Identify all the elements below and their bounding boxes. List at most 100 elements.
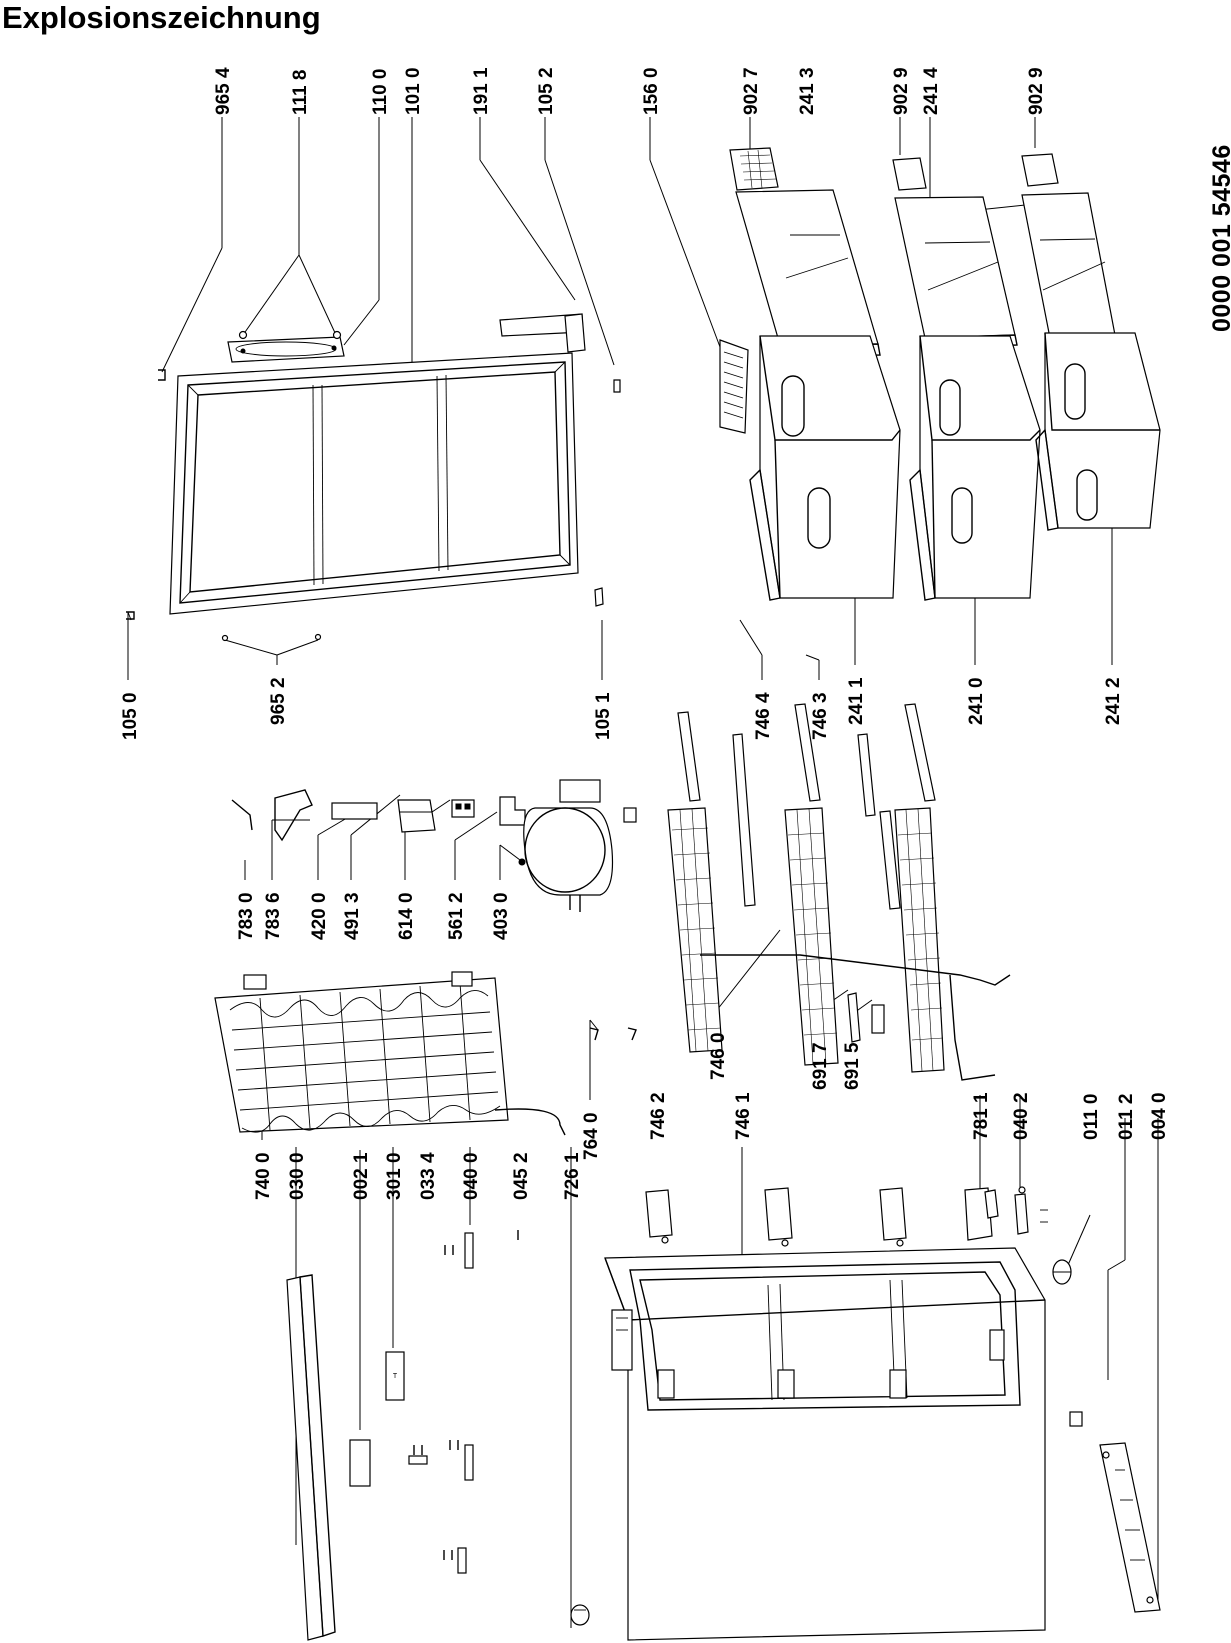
part-040-2 <box>1014 1186 1048 1235</box>
page-title: Explosionszeichnung <box>2 0 321 35</box>
label-746-3: 746 3 <box>810 692 831 740</box>
label-614-0: 614 0 <box>396 892 417 940</box>
label-011-2: 011 2 <box>1116 1094 1137 1141</box>
label-301-0: 301 0 <box>384 1152 405 1200</box>
compressor-part-403-0 <box>518 779 614 912</box>
label-241-1: 241 1 <box>846 677 867 725</box>
label-040-2: 040 2 <box>1011 1092 1032 1140</box>
label-965-4: 965 4 <box>213 67 234 115</box>
hinge-pin-part-105-2 <box>613 379 621 393</box>
label-011-0: 011 0 <box>1081 1094 1102 1141</box>
label-045-2: 045 2 <box>511 1152 532 1200</box>
part-726-1 <box>570 1604 590 1626</box>
clip-part-902-9-a <box>892 157 927 191</box>
relay-part-614-0 <box>451 799 475 818</box>
support-part-746-2-c <box>879 1187 907 1247</box>
label-110-0: 110 0 <box>370 69 391 116</box>
label-040-0: 040 0 <box>461 1152 482 1200</box>
drawer-part-241-0 <box>909 335 1041 601</box>
drawer-part-241-1 <box>749 335 901 601</box>
label-241-0: 241 0 <box>966 677 987 725</box>
door-panel-part-110-0 <box>227 336 345 363</box>
part-691-7 <box>847 992 861 1043</box>
part-561-2 <box>499 796 526 826</box>
hinge-part-781-1 <box>964 1187 999 1241</box>
rail-part-746-4-b <box>879 703 936 910</box>
clip-part-105-0 <box>126 611 135 620</box>
label-030-0: 030 0 <box>287 1152 308 1200</box>
foot-part-011-2 <box>1069 1411 1083 1427</box>
base-plate-part-004-0 <box>1099 1442 1161 1613</box>
label-781-1: 781 1 <box>971 1092 992 1140</box>
grille-part-156-0 <box>719 339 749 434</box>
label-783-0: 783 0 <box>236 892 257 940</box>
shelf-part-746-0-c <box>894 807 945 1073</box>
label-902-9-a: 902 9 <box>891 67 912 115</box>
rail-part-746-3 <box>794 703 876 817</box>
shelf-part-746-0-a <box>667 807 723 1053</box>
label-033-4: 033 4 <box>418 1152 439 1200</box>
label-902-9-b: 902 9 <box>1026 67 1047 115</box>
part-420-0 <box>331 802 378 820</box>
support-part-746-2-a <box>645 1189 673 1244</box>
label-403-0: 403 0 <box>491 892 512 940</box>
label-746-1: 746 1 <box>733 1092 754 1140</box>
label-105-0: 105 0 <box>120 692 141 740</box>
label-241-4: 241 4 <box>921 67 942 115</box>
part-labels: 965 4 111 8 110 0 101 0 191 1 105 2 156 … <box>120 67 1170 1200</box>
label-783-6: 783 6 <box>263 892 284 940</box>
filter-part-902-7 <box>729 147 779 191</box>
label-965-2: 965 2 <box>268 677 289 725</box>
label-726-1: 726 1 <box>562 1152 583 1200</box>
label-746-2: 746 2 <box>648 1092 669 1140</box>
cabinet-body <box>604 1247 1046 1641</box>
label-746-4: 746 4 <box>753 692 774 740</box>
label-101-0: 101 0 <box>403 67 424 115</box>
part-near-compressor <box>623 807 637 823</box>
label-746-0: 746 0 <box>708 1032 729 1080</box>
shelf-part-746-0-b <box>784 807 839 1066</box>
label-105-2: 105 2 <box>536 67 557 115</box>
condenser-part-740-0 <box>214 971 566 1136</box>
hinge-cover-part-191-1 <box>499 313 586 353</box>
label-241-2: 241 2 <box>1103 677 1124 725</box>
flap-part-241-3 <box>735 189 881 357</box>
clip-part-783-6 <box>274 789 313 842</box>
pipe-line <box>700 954 1011 1081</box>
label-740-0: 740 0 <box>253 1152 274 1200</box>
label-902-7: 902 7 <box>741 67 762 115</box>
rail-part-746-4 <box>677 711 756 907</box>
label-420-0: 420 0 <box>309 892 330 940</box>
hinge-part-965-4 <box>158 369 166 381</box>
label-002-1: 002 1 <box>351 1152 372 1200</box>
label-764-0: 764 0 <box>581 1112 602 1160</box>
clip-part-902-9-b <box>1021 153 1059 187</box>
label-105-1: 105 1 <box>593 692 614 740</box>
screw-part-111-8 <box>238 330 342 340</box>
label-191-1: 191 1 <box>471 67 492 115</box>
part-040-0 <box>443 1232 474 1574</box>
label-111-8: 111 8 <box>290 70 311 115</box>
worktop-part-030-0 <box>286 1274 336 1641</box>
label-691-5: 691 5 <box>842 1042 863 1090</box>
screw-part-965-2 <box>221 633 322 642</box>
hinge-pin-part-105-1 <box>594 587 604 607</box>
flap-part-241-4 <box>894 196 1018 349</box>
label-691-7: 691 7 <box>810 1042 831 1090</box>
label-241-3: 241 3 <box>797 67 818 115</box>
part-491-3 <box>397 799 436 833</box>
support-part-746-2-b <box>764 1187 793 1247</box>
clip-part-764-0 <box>589 1027 637 1041</box>
label-004-0: 004 0 <box>1149 1092 1170 1140</box>
label-156-0: 156 0 <box>641 67 662 115</box>
thermostat-part-301-0: T <box>385 1351 405 1401</box>
part-033-4 <box>408 1445 428 1465</box>
label-561-2: 561 2 <box>446 892 467 940</box>
door-part-101-0 <box>169 352 579 615</box>
label-491-3: 491 3 <box>342 892 363 940</box>
drawer-part-241-2 <box>1035 332 1161 531</box>
foot-part-011-0 <box>1052 1259 1072 1285</box>
part-002-1 <box>349 1439 371 1487</box>
